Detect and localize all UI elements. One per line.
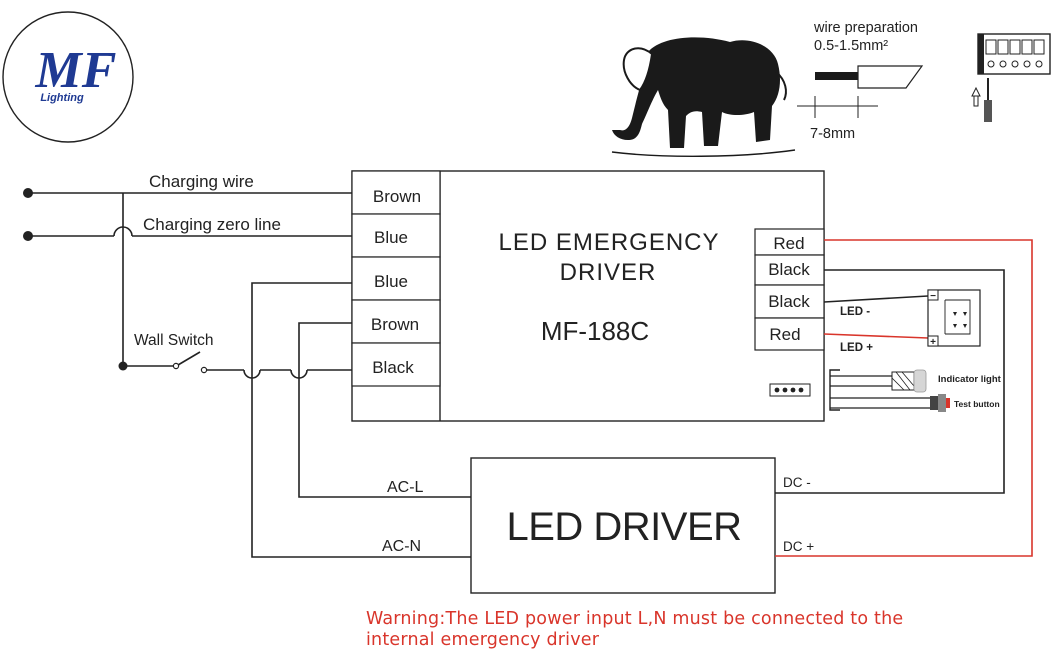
led-plus-wire xyxy=(823,333,929,339)
indicator-test-harness xyxy=(829,369,930,411)
left-terminal-block: Brown Blue Blue Brown Black xyxy=(351,170,441,387)
terminal-label: Brown xyxy=(371,315,419,334)
led-driver: LED DRIVER xyxy=(470,457,776,594)
emergency-title-1: LED EMERGENCY xyxy=(498,229,719,256)
indicator-light-label: Indicator light xyxy=(938,374,1002,385)
right-terminal-block: Red Black Black Red xyxy=(754,228,825,351)
led-plus-label: LED + xyxy=(840,342,873,354)
wire-prep-spec: 0.5-1.5mm² xyxy=(814,38,888,54)
warning-note: Warning:The LED power input L,N must be … xyxy=(366,609,966,651)
wire-prep-strip: 7-8mm xyxy=(810,126,855,142)
logo-main: MF xyxy=(35,42,117,99)
screwdriver-icon xyxy=(971,78,992,122)
led-minus-label: LED - xyxy=(840,306,870,318)
test-button-icon xyxy=(930,394,950,412)
led-module-icon xyxy=(927,289,981,347)
wire-strip-icon xyxy=(797,65,924,118)
input-wiring xyxy=(30,192,471,558)
dc-minus-label: DC - xyxy=(783,475,811,490)
charging-zero-label: Charging zero line xyxy=(143,215,281,234)
wire-prep-title: wire preparation xyxy=(813,20,918,36)
wire-prep: wire preparation 0.5-1.5mm² 7-8mm xyxy=(797,20,924,142)
connector-icon xyxy=(769,383,811,397)
led-minus-wire xyxy=(823,295,929,303)
terminal-label: Blue xyxy=(374,272,408,291)
led-minus-symbol: − xyxy=(930,291,936,302)
emergency-model: MF-188C xyxy=(541,316,649,346)
ac-l-label: AC-L xyxy=(387,479,424,496)
red-wire xyxy=(775,239,1033,557)
terminal-label: Blue xyxy=(374,228,408,247)
terminal-label: Brown xyxy=(373,187,421,206)
wall-switch-label: Wall Switch xyxy=(134,332,214,349)
warning-line-2: internal emergency driver xyxy=(366,630,600,650)
terminal-label: Black xyxy=(768,260,810,279)
ac-n-label: AC-N xyxy=(382,538,421,555)
logo: MF Lighting xyxy=(2,11,134,143)
warning-line-1: Warning:The LED power input L,N must be … xyxy=(366,609,904,629)
terminal-label: Red xyxy=(773,234,804,253)
terminal-label: Red xyxy=(769,325,800,344)
terminal-label: Black xyxy=(372,358,414,377)
charging-wire-label: Charging wire xyxy=(149,172,254,191)
test-button-label: Test button xyxy=(954,399,1000,409)
led-driver-title: LED DRIVER xyxy=(506,505,741,549)
emergency-title-2: DRIVER xyxy=(560,259,657,286)
indicator-light-icon xyxy=(891,369,927,393)
logo-sub: Lighting xyxy=(40,92,84,104)
terminal-label: Black xyxy=(768,292,810,311)
emergency-driver: Brown Blue Blue Brown Black LED EMERGENC… xyxy=(351,170,825,422)
wire-junctions xyxy=(23,188,208,374)
terminal-block-icon xyxy=(977,33,1051,75)
dc-minus-wire xyxy=(775,269,1005,494)
dc-plus-label: DC + xyxy=(783,539,814,554)
led-plus-symbol: + xyxy=(930,337,936,348)
elephant-icon xyxy=(611,37,796,157)
